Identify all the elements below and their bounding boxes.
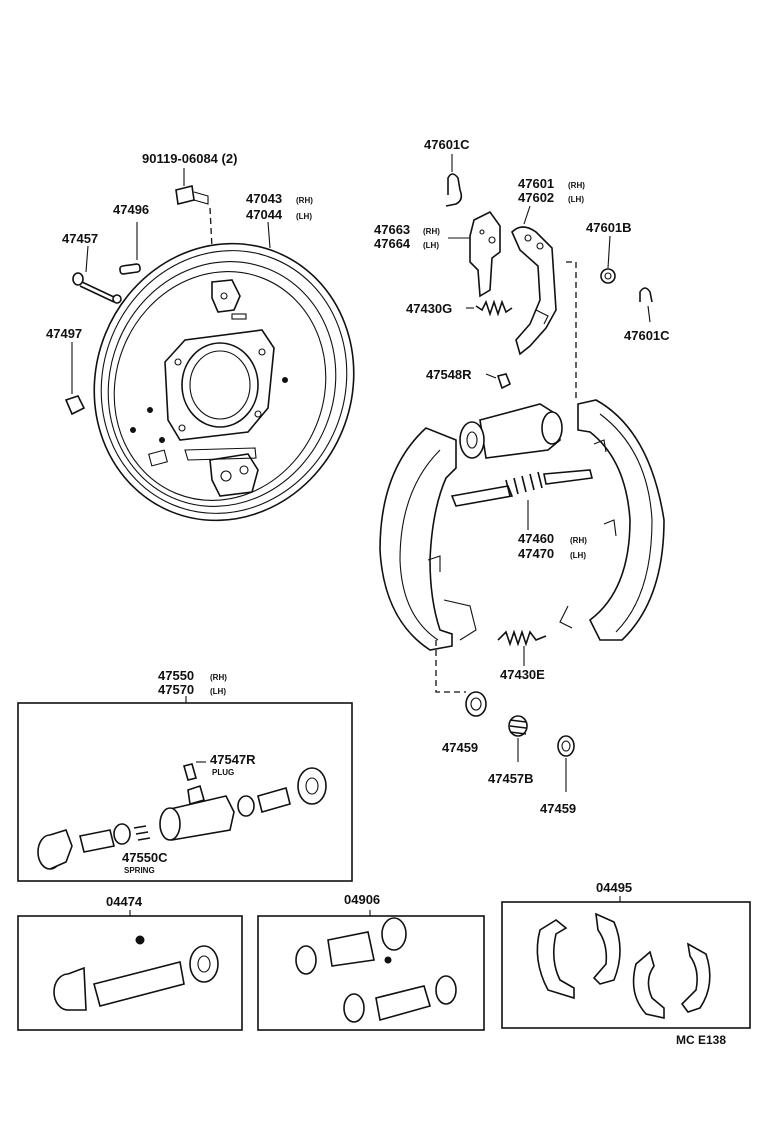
plug-47497 bbox=[64, 342, 86, 416]
label-47044: 47044 bbox=[246, 207, 283, 222]
clip-47601c-top bbox=[445, 154, 463, 207]
label-47457b: 47457B bbox=[488, 771, 534, 786]
label-47497: 47497 bbox=[46, 326, 82, 341]
bolt-90119-06084 bbox=[175, 185, 213, 249]
pin-47496 bbox=[119, 222, 141, 275]
cup-47459-right bbox=[557, 735, 575, 792]
brake-shoe-left bbox=[379, 427, 477, 651]
label-47430g: 47430G bbox=[406, 301, 452, 316]
label-47663: 47663 bbox=[374, 222, 410, 237]
label-47664-side: (LH) bbox=[423, 241, 439, 250]
wheel-cylinder-exploded bbox=[37, 761, 327, 870]
label-47664: 47664 bbox=[374, 236, 411, 251]
label-47460: 47460 bbox=[518, 531, 554, 546]
backing-plate bbox=[93, 242, 355, 522]
spring-47430g bbox=[466, 299, 513, 317]
label-47496: 47496 bbox=[113, 202, 149, 217]
label-47550: 47550 bbox=[158, 668, 194, 683]
label-47602: 47602 bbox=[518, 190, 554, 205]
brake-shoe-right bbox=[559, 399, 665, 641]
label-47044-side: (LH) bbox=[296, 212, 312, 221]
kit-04906-parts bbox=[295, 917, 457, 1023]
spring-47430e bbox=[497, 629, 547, 666]
bleeder-47548r bbox=[485, 373, 512, 390]
washer-47601b bbox=[600, 235, 616, 284]
pin-47457 bbox=[72, 245, 122, 304]
label-catalog-code: MC E138 bbox=[676, 1033, 726, 1047]
label-47547r: 47547R bbox=[210, 752, 256, 767]
adjuster-47460 bbox=[450, 469, 593, 530]
label-47548r: 47548R bbox=[426, 367, 472, 382]
label-spring: SPRING bbox=[124, 866, 155, 875]
label-47470: 47470 bbox=[518, 546, 554, 561]
label-plug: PLUG bbox=[212, 768, 234, 777]
label-47570-side: (LH) bbox=[210, 687, 226, 696]
label-47043: 47043 bbox=[246, 191, 282, 206]
label-04474: 04474 bbox=[106, 894, 143, 909]
label-47601b: 47601B bbox=[586, 220, 632, 235]
label-47470-side: (LH) bbox=[570, 551, 586, 560]
spring-47457b bbox=[508, 715, 528, 762]
label-47601c-top: 47601C bbox=[424, 137, 470, 152]
kit-04495-shoes bbox=[536, 912, 711, 1019]
kit-04906-box bbox=[257, 915, 485, 1031]
clip-47601c-right bbox=[639, 287, 653, 323]
label-47043-side: (RH) bbox=[296, 196, 313, 205]
label-47459-left: 47459 bbox=[442, 740, 478, 755]
label-47601-side: (RH) bbox=[568, 181, 585, 190]
label-47602-side: (LH) bbox=[568, 195, 584, 204]
label-47457: 47457 bbox=[62, 231, 98, 246]
cup-47459-left bbox=[465, 691, 487, 717]
label-47601c-right: 47601C bbox=[624, 328, 670, 343]
label-47570: 47570 bbox=[158, 682, 194, 697]
label-47550-side: (RH) bbox=[210, 673, 227, 682]
label-47550c: 47550C bbox=[122, 850, 168, 865]
label-47663-side: (RH) bbox=[423, 227, 440, 236]
label-47430e: 47430E bbox=[500, 667, 545, 682]
label-04906: 04906 bbox=[344, 892, 380, 907]
strut-47663 bbox=[448, 210, 501, 298]
kit-04474-parts bbox=[53, 935, 219, 1011]
label-bolt: 90119-06084 (2) bbox=[142, 151, 237, 166]
wheel-cylinder-assembly bbox=[459, 403, 563, 459]
wheel-cylinder-box bbox=[17, 702, 353, 882]
kit-04495-box bbox=[501, 901, 751, 1029]
label-47601: 47601 bbox=[518, 176, 554, 191]
label-04495: 04495 bbox=[596, 880, 632, 895]
lever-47601 bbox=[511, 205, 557, 356]
label-47459-right: 47459 bbox=[540, 801, 576, 816]
label-47460-side: (RH) bbox=[570, 536, 587, 545]
